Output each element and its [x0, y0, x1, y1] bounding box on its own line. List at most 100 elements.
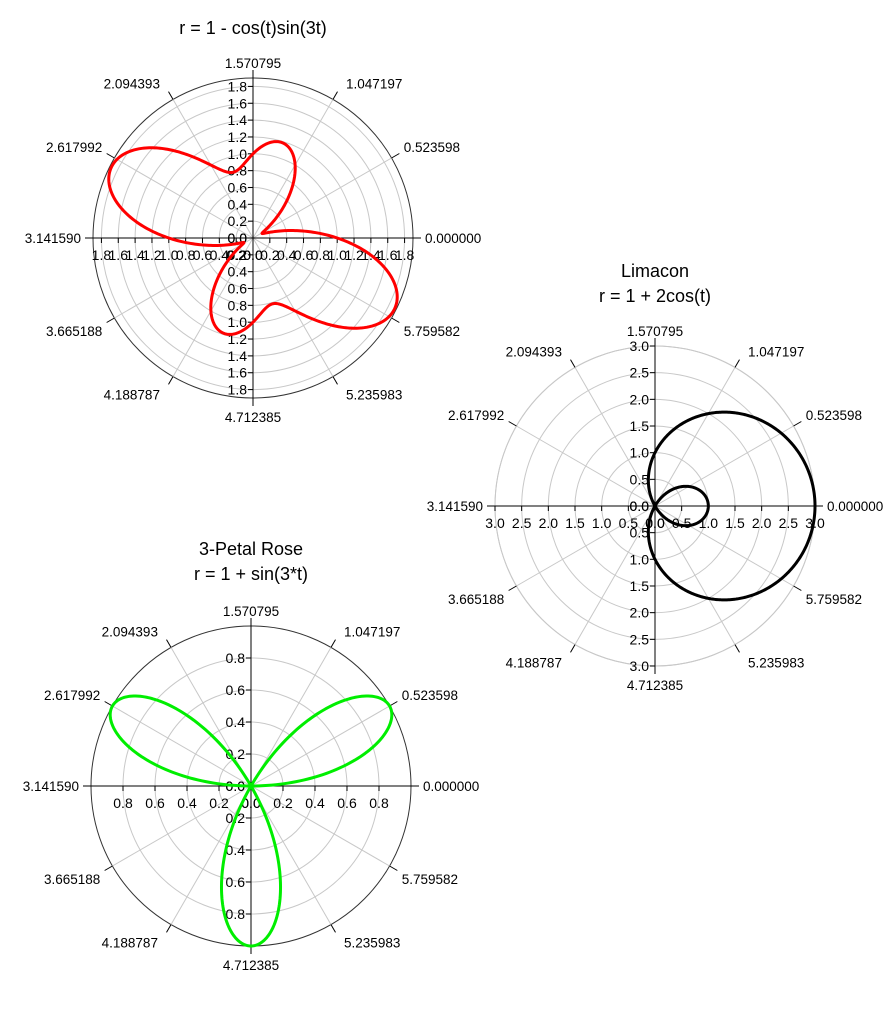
radial-tick-label: 0.2: [209, 795, 229, 811]
radial-tick-label: 0.2: [226, 247, 246, 263]
radial-tick-label: 1.2: [228, 129, 248, 145]
polar-curve: [108, 694, 394, 948]
radial-tick-label: 0.2: [228, 247, 248, 263]
radial-tick-label: 1.5: [630, 418, 650, 434]
angle-label: 4.188787: [104, 388, 160, 403]
radial-grid-line: [252, 157, 392, 239]
radial-tick-label: 0.8: [226, 650, 246, 666]
angle-label: 3.141590: [25, 231, 81, 246]
radial-tick-label: 0.0: [243, 247, 263, 263]
radial-tick-label: 1.0: [228, 314, 248, 330]
angle-tick: [168, 91, 174, 100]
angle-label: 2.094393: [506, 344, 562, 359]
radial-tick-label: 0.8: [226, 906, 246, 922]
angle-label: 3.141590: [427, 499, 483, 514]
radial-tick-label: 0.6: [193, 247, 213, 263]
radial-tick-label: 0.6: [226, 874, 246, 890]
angle-label: 4.188787: [102, 936, 158, 951]
radial-tick-label: 2.5: [630, 631, 650, 647]
radial-grid-line: [172, 99, 254, 239]
radial-tick-label: 1.5: [725, 515, 745, 531]
angle-label: 4.712385: [223, 958, 279, 973]
chart-title: Limacon: [621, 261, 689, 281]
angle-label: 1.570795: [627, 324, 683, 339]
radial-tick-label: 1.0: [228, 146, 248, 162]
radial-tick-label: 1.4: [228, 112, 248, 128]
angle-label: 5.759582: [806, 592, 862, 607]
radial-tick-label: 1.5: [565, 515, 585, 531]
radial-grid-line: [252, 237, 392, 319]
angle-tick: [793, 585, 802, 591]
radial-tick-label: 1.6: [228, 95, 248, 111]
radial-tick-label: 1.4: [125, 247, 145, 263]
radial-tick-label: 1.8: [395, 247, 415, 263]
chart-title: r = 1 + 2cos(t): [599, 286, 711, 306]
radial-tick-label: 0.5: [630, 525, 650, 541]
radial-tick-label: 0.0: [241, 795, 261, 811]
radial-tick-label: 0.5: [619, 515, 639, 531]
radial-grid-line: [252, 99, 334, 239]
angle-label: 5.759582: [404, 324, 460, 339]
radial-tick-label: 2.0: [630, 391, 650, 407]
radial-grid-line: [654, 425, 794, 507]
radial-tick-label: 0.6: [226, 682, 246, 698]
angle-tick: [389, 701, 398, 707]
angle-tick: [106, 317, 115, 323]
radial-tick-label: 1.0: [630, 551, 650, 567]
angle-tick: [570, 644, 576, 653]
radial-tick-label: 0.0: [630, 498, 650, 514]
angle-label: 0.523598: [806, 408, 862, 423]
angle-label: 5.235983: [748, 656, 804, 671]
angle-label: 2.617992: [44, 688, 100, 703]
radial-grid-line: [112, 705, 252, 787]
angle-label: 0.523598: [404, 140, 460, 155]
radial-tick-label: 0.8: [113, 795, 133, 811]
radial-tick-label: 2.0: [539, 515, 559, 531]
angle-tick: [793, 421, 802, 427]
radial-tick-label: 1.5: [630, 578, 650, 594]
angle-tick: [508, 585, 517, 591]
radial-grid-line: [172, 237, 254, 377]
angle-label: 2.617992: [448, 408, 504, 423]
radial-grid-line: [252, 237, 334, 377]
radial-grid-line: [250, 785, 390, 867]
radial-tick-label: 1.8: [228, 78, 248, 94]
radial-tick-label: 3.0: [805, 515, 825, 531]
angle-label: 1.047197: [748, 344, 804, 359]
radial-tick-label: 1.4: [228, 348, 248, 364]
radial-grid-line: [654, 367, 736, 507]
radial-tick-label: 3.0: [630, 338, 650, 354]
angle-label: 3.665188: [46, 324, 102, 339]
radial-tick-label: 1.0: [327, 247, 347, 263]
angle-label: 4.712385: [225, 410, 281, 425]
radial-grid-line: [574, 505, 656, 645]
radial-tick-label: 1.0: [630, 445, 650, 461]
radial-grid-line: [114, 157, 254, 239]
polar-curve: [107, 140, 399, 336]
radial-tick-label: 0.4: [228, 196, 248, 212]
radial-tick-label: 1.0: [592, 515, 612, 531]
radial-tick-label: 2.0: [752, 515, 772, 531]
radial-grid-line: [654, 505, 794, 587]
angle-tick: [391, 317, 400, 323]
angle-tick: [104, 865, 113, 871]
radial-tick-label: 0.2: [228, 213, 248, 229]
chart-title: r = 1 + sin(3*t): [194, 564, 308, 584]
radial-tick-label: 0.4: [177, 795, 197, 811]
radial-tick-label: 2.5: [512, 515, 532, 531]
angle-tick: [570, 359, 576, 368]
angle-tick: [734, 359, 740, 368]
angle-tick: [168, 376, 174, 385]
angle-label: 1.570795: [223, 604, 279, 619]
radial-tick-label: 1.8: [228, 382, 248, 398]
radial-tick-label: 0.6: [337, 795, 357, 811]
radial-tick-label: 0.4: [305, 795, 325, 811]
radial-grid-line: [654, 505, 736, 645]
radial-tick-label: 1.2: [344, 247, 364, 263]
angle-label: 5.759582: [402, 872, 458, 887]
angle-label: 0.000000: [423, 779, 479, 794]
polar-chart-1: r = 1 - cos(t)sin(3t)0.0000000.5235981.0…: [25, 18, 482, 425]
